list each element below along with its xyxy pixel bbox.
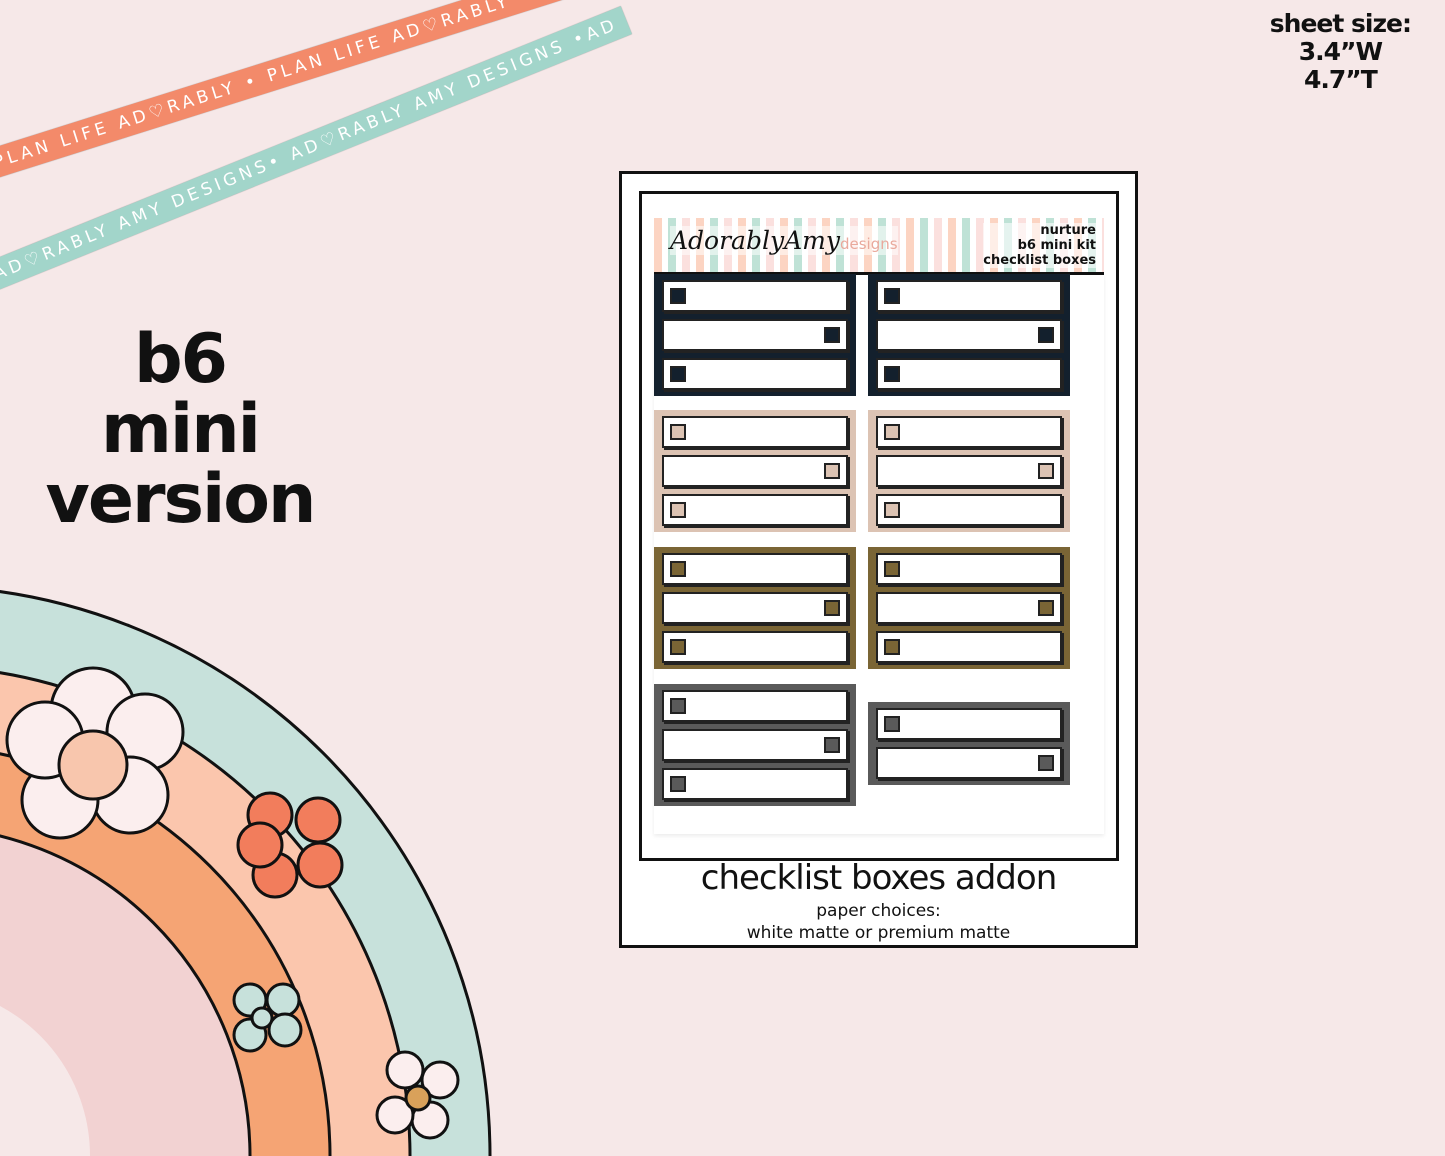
kit-name: nurture [1040,223,1096,238]
checkbox-icon [884,288,900,304]
checklist-strip [662,768,848,800]
brand-logo: AdorablyAmydesigns [670,226,898,255]
checklist-sticker-block [654,410,856,532]
rainbow-outline [0,590,492,1156]
rainbow-band [0,591,490,1156]
checklist-strip [876,319,1062,351]
sheet-height: 4.7”T [1304,65,1378,94]
checklist-strip [876,280,1062,312]
sheet-width: 3.4”W [1298,37,1383,66]
checklist-strip [876,708,1062,740]
paper-info: paper choices: white matte or premium ma… [622,900,1135,944]
sheet-header: AdorablyAmydesigns nurture b6 mini kit c… [654,218,1104,275]
sheet-size-info: sheet size: 3.4”W 4.7”T [1269,9,1412,94]
checkbox-icon [670,776,686,792]
checklist-strip [876,455,1062,487]
rainbow-outline [0,752,332,1156]
checklist-sticker-block [868,274,1070,396]
checkbox-icon [670,288,686,304]
small-flower-icon [232,982,303,1053]
flower-icon [236,791,344,899]
logo-word: designs [839,235,898,253]
sticker-grid [654,274,1104,834]
rainbow-outline [0,671,412,1156]
checklist-strip [662,631,848,663]
version-line-3: version [45,460,317,539]
kit-info: nurture b6 mini kit checklist boxes [983,223,1096,268]
checkbox-icon [884,424,900,440]
sheet-size-label: sheet size: [1269,9,1412,38]
checklist-strip [876,358,1062,390]
logo-script: AdorablyAmy [670,226,840,255]
checkbox-icon [884,561,900,577]
product-title: checklist boxes addon [700,858,1058,898]
checklist-sticker-block [868,410,1070,532]
checklist-sticker-block [654,547,856,669]
checkbox-icon [884,366,900,382]
checklist-strip [662,358,848,390]
checkbox-icon [670,366,686,382]
checkbox-icon [824,737,840,753]
checklist-strip [662,319,848,351]
version-heading: b6 mini version [40,325,320,535]
checklist-strip [876,553,1062,585]
checklist-strip [662,455,848,487]
checkbox-icon [884,716,900,732]
checklist-sticker-block [654,684,856,806]
checklist-strip [662,729,848,761]
rainbow-band [0,672,410,1156]
checkbox-icon [670,698,686,714]
checkbox-icon [1038,463,1054,479]
checkbox-icon [824,600,840,616]
checklist-strip [876,592,1062,624]
checklist-sticker-block [868,547,1070,669]
checkbox-icon [824,327,840,343]
checklist-sticker-block [654,274,856,396]
kit-size: b6 mini kit [1017,238,1096,253]
checkbox-icon [884,639,900,655]
checklist-strip [662,280,848,312]
version-line-2: mini [101,390,261,469]
checkbox-icon [824,463,840,479]
checklist-strip [876,416,1062,448]
checklist-sticker-block [868,702,1070,785]
rainbow-band [0,835,250,1156]
checklist-strip [876,747,1062,779]
checkbox-icon [1038,755,1054,771]
checkbox-icon [884,502,900,518]
checklist-strip [662,592,848,624]
checklist-strip [662,553,848,585]
checklist-strip [662,416,848,448]
rainbow-outline [0,834,252,1156]
smiley-flower-icon [5,666,185,840]
checklist-strip [662,494,848,526]
checkbox-icon [1038,327,1054,343]
checkbox-icon [670,561,686,577]
daisy-icon [375,1050,460,1140]
checklist-strip [662,690,848,722]
sticker-sheet: AdorablyAmydesigns nurture b6 mini kit c… [639,191,1119,861]
checkbox-icon [1038,600,1054,616]
checklist-strip [876,631,1062,663]
kit-product: checklist boxes [983,253,1096,268]
rainbow-illustration [0,590,492,1156]
paper-options: white matte or premium matte [746,923,1011,943]
sticker-sheet-card: AdorablyAmydesigns nurture b6 mini kit c… [619,171,1138,948]
checkbox-icon [670,424,686,440]
version-line-1: b6 [134,320,228,399]
paper-label: paper choices: [816,901,941,921]
checkbox-icon [670,639,686,655]
rainbow-band [0,753,330,1156]
checklist-strip [876,494,1062,526]
checkbox-icon [670,502,686,518]
